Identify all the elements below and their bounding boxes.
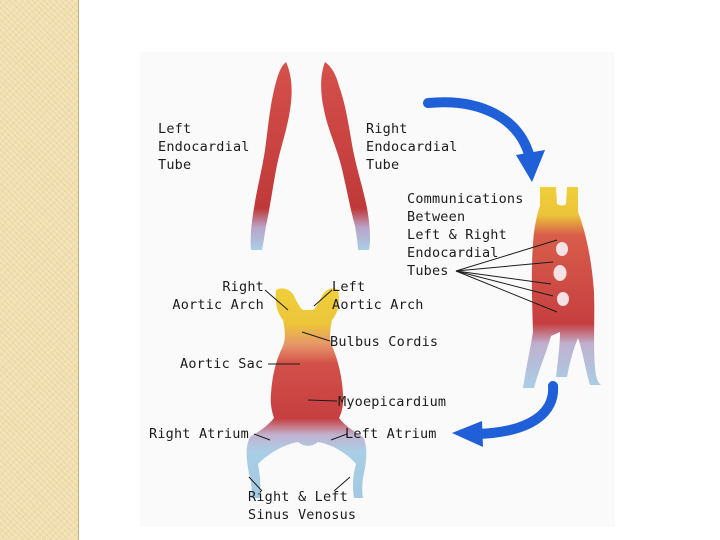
bulbus-cordis-label: Bulbus Cordis bbox=[330, 333, 438, 351]
curved-arrow-left bbox=[452, 386, 553, 447]
left-endocardial-tube bbox=[251, 62, 292, 250]
right-endocardial-tube bbox=[321, 62, 370, 250]
right-atrium-label: Right Atrium bbox=[149, 425, 249, 443]
fused-endocardial-tubes bbox=[523, 187, 601, 388]
myoepicardium-label: Myoepicardium bbox=[338, 393, 446, 411]
aortic-sac-label: Aortic Sac bbox=[180, 355, 263, 373]
decorative-side-strip bbox=[0, 0, 79, 540]
left-atrium-label: Left Atrium bbox=[345, 425, 437, 443]
